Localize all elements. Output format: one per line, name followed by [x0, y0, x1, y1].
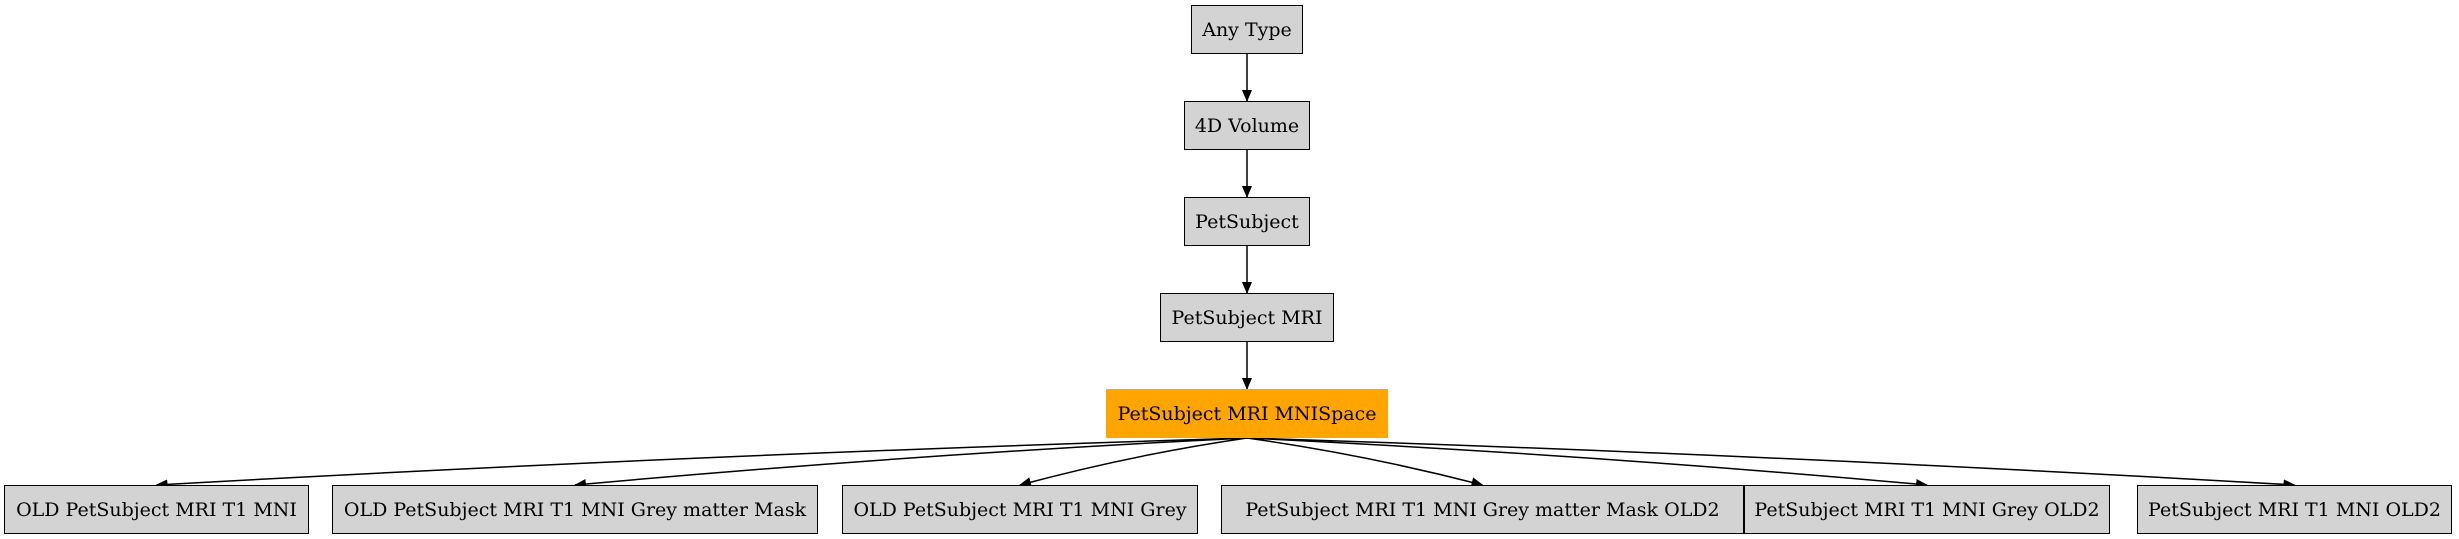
- node-old-petsubject-mri-t1-mni[interactable]: OLD PetSubject MRI T1 MNI: [4, 485, 309, 534]
- edge-petsubject_mri_mnispace-to-t1_mni_grey_old2: [1246, 437, 1928, 489]
- node-label: OLD PetSubject MRI T1 MNI Grey: [853, 498, 1187, 521]
- node-label: PetSubject MRI T1 MNI Grey OLD2: [1754, 498, 2100, 521]
- node-label: OLD PetSubject MRI T1 MNI: [16, 498, 297, 521]
- node-old-petsubject-mri-t1-mni-grey-matter-mask[interactable]: OLD PetSubject MRI T1 MNI Grey matter Ma…: [332, 485, 818, 534]
- node-petsubject[interactable]: PetSubject: [1184, 197, 1310, 246]
- node-label: PetSubject MRI T1 MNI OLD2: [2148, 498, 2441, 521]
- node-label: PetSubject MRI MNISpace: [1117, 402, 1377, 425]
- node-label: Any Type: [1202, 18, 1292, 41]
- edge-petsubject_mri_mnispace-to-t1_mni_old2: [1246, 437, 2296, 490]
- node-label: OLD PetSubject MRI T1 MNI Grey matter Ma…: [343, 498, 807, 521]
- node-label: PetSubject MRI: [1171, 306, 1323, 329]
- node-old-petsubject-mri-t1-mni-grey[interactable]: OLD PetSubject MRI T1 MNI Grey: [842, 485, 1198, 534]
- edge-petsubject_mri_mnispace-to-old_t1_mni_grey: [1019, 437, 1248, 487]
- node-petsubject-mri-mnispace[interactable]: PetSubject MRI MNISpace: [1106, 389, 1388, 438]
- node-label: 4D Volume: [1194, 114, 1300, 137]
- node-4d-volume[interactable]: 4D Volume: [1184, 101, 1310, 150]
- edge-petsubject_mri_mnispace-to-old_t1_mni_grey_mask: [574, 437, 1248, 489]
- node-any-type[interactable]: Any Type: [1191, 5, 1303, 54]
- edge-petsubject_mri_mnispace-to-t1_mni_grey_mask_old2: [1246, 437, 1484, 488]
- edge-petsubject_mri_mnispace-to-old_t1_mni: [155, 437, 1248, 490]
- node-petsubject-mri-t1-mni-grey-old2[interactable]: PetSubject MRI T1 MNI Grey OLD2: [1744, 485, 2110, 534]
- node-petsubject-mri-t1-mni-old2[interactable]: PetSubject MRI T1 MNI OLD2: [2137, 485, 2452, 534]
- node-petsubject-mri-t1-mni-grey-matter-mask-old2[interactable]: PetSubject MRI T1 MNI Grey matter Mask O…: [1221, 485, 1744, 534]
- node-label: PetSubject: [1195, 210, 1299, 233]
- node-label: PetSubject MRI T1 MNI Grey matter Mask O…: [1245, 498, 1720, 521]
- node-petsubject-mri[interactable]: PetSubject MRI: [1160, 293, 1334, 342]
